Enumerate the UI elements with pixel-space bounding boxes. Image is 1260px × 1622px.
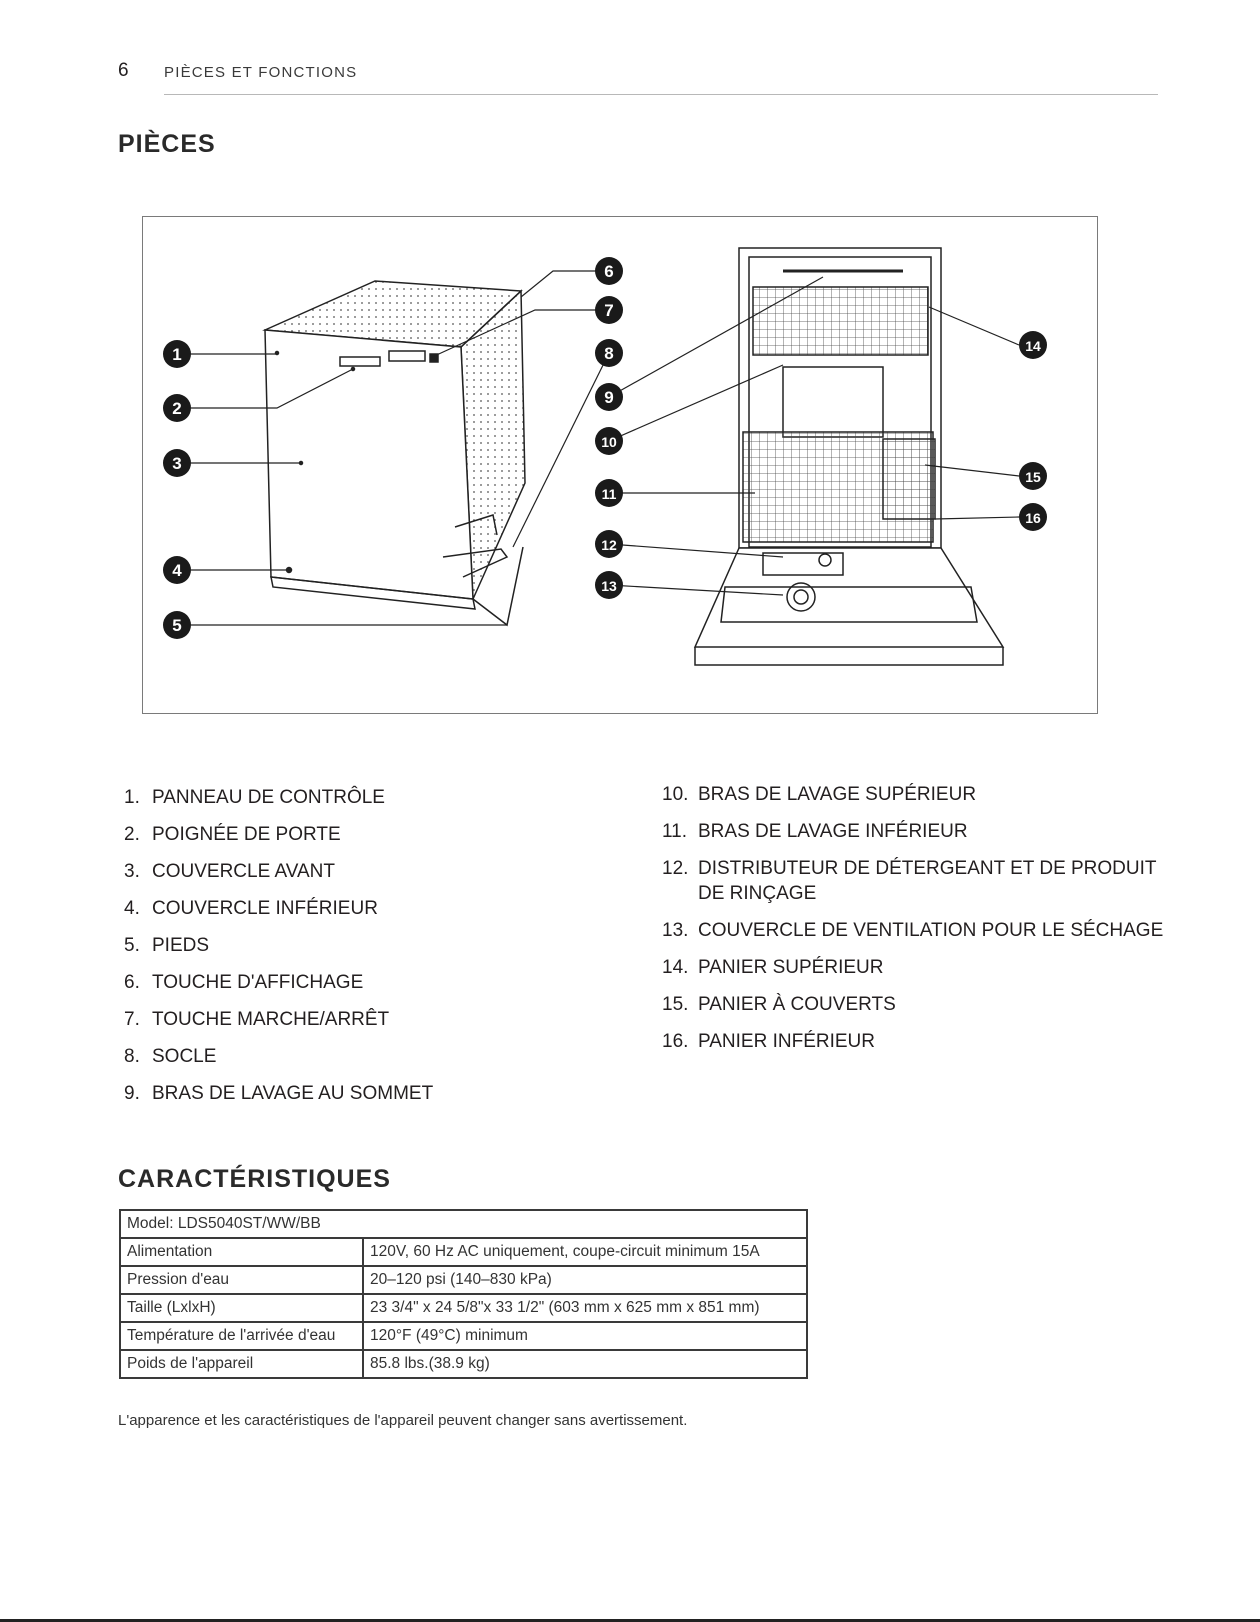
callout-15: 15	[1025, 469, 1041, 485]
callout-badges: 1 2 3 4 5 6 7 8 9 10 11 12 13 14 15 16	[163, 257, 1047, 639]
table-row: Température de l'arrivée d'eau 120°F (49…	[119, 1321, 808, 1351]
caracteristiques-title: CARACTÉRISTIQUES	[118, 1165, 391, 1193]
spec-key: Poids de l'appareil	[119, 1349, 364, 1379]
parts-list-left: 1.PANNEAU DE CONTRÔLE 2.POIGNÉE DE PORTE…	[118, 785, 618, 1118]
callout-3: 3	[172, 454, 181, 473]
part-item: 11.BRAS DE LAVAGE INFÉRIEUR	[662, 821, 968, 842]
spec-value: 20–120 psi (140–830 kPa)	[362, 1265, 808, 1295]
closed-dishwasher	[262, 280, 526, 627]
dishwasher-illustration: 1 2 3 4 5 6 7 8 9 10 11 12 13 14 15 16	[163, 247, 1047, 666]
callout-13: 13	[601, 578, 617, 594]
part-item: 3.COUVERCLE AVANT	[124, 861, 336, 882]
callout-9: 9	[604, 388, 613, 407]
callout-16: 16	[1025, 510, 1041, 526]
callout-4: 4	[172, 561, 182, 580]
specs-table: Model: LDS5040ST/WW/BB Alimentation 120V…	[119, 1209, 808, 1379]
callout-7: 7	[604, 301, 613, 320]
callout-10: 10	[601, 434, 617, 450]
part-item: 5.PIEDS	[124, 935, 210, 956]
table-row: Model: LDS5040ST/WW/BB	[119, 1209, 808, 1239]
part-item: 7.TOUCHE MARCHE/ARRÊT	[124, 1009, 390, 1030]
pieces-title: PIÈCES	[118, 130, 216, 158]
spec-value: 85.8 lbs.(38.9 kg)	[362, 1349, 808, 1379]
spec-value: 120°F (49°C) minimum	[362, 1321, 808, 1351]
table-row: Poids de l'appareil 85.8 lbs.(38.9 kg)	[119, 1349, 808, 1379]
disclaimer-note: L'apparence et les caractéristiques de l…	[118, 1412, 688, 1429]
callout-14: 14	[1025, 338, 1041, 354]
callout-8: 8	[604, 344, 613, 363]
part-item: 15.PANIER À COUVERTS	[662, 994, 896, 1015]
part-item: 10.BRAS DE LAVAGE SUPÉRIEUR	[662, 784, 977, 805]
page-header: 6 PIÈCES ET FONCTIONS	[118, 58, 1158, 98]
table-row: Taille (LxlxH) 23 3/4" x 24 5/8"x 33 1/2…	[119, 1293, 808, 1323]
table-row: Pression d'eau 20–120 psi (140–830 kPa)	[119, 1265, 808, 1295]
part-item: 13.COUVERCLE DE VENTILATION POUR LE SÉCH…	[662, 920, 1164, 941]
part-item: 6.TOUCHE D'AFFICHAGE	[124, 972, 364, 993]
callout-leaders	[191, 270, 1020, 626]
spec-key: Pression d'eau	[119, 1265, 364, 1295]
parts-diagram: 1 2 3 4 5 6 7 8 9 10 11 12 13 14 15 16	[142, 216, 1098, 714]
part-item: 16.PANIER INFÉRIEUR	[662, 1031, 876, 1052]
part-item: 4.COUVERCLE INFÉRIEUR	[124, 898, 378, 919]
spec-value: 120V, 60 Hz AC uniquement, coupe-circuit…	[362, 1237, 808, 1267]
spec-value: 23 3/4" x 24 5/8"x 33 1/2" (603 mm x 625…	[362, 1293, 808, 1323]
part-item: 9.BRAS DE LAVAGE AU SOMMET	[124, 1083, 434, 1104]
spec-key: Température de l'arrivée d'eau	[119, 1321, 364, 1351]
table-row: Alimentation 120V, 60 Hz AC uniquement, …	[119, 1237, 808, 1267]
spec-key: Alimentation	[119, 1237, 364, 1267]
bottom-rule	[0, 1619, 1260, 1622]
part-item: 1.PANNEAU DE CONTRÔLE	[124, 787, 385, 808]
callout-12: 12	[601, 537, 617, 553]
callout-11: 11	[602, 486, 617, 502]
header-rule	[164, 94, 1158, 95]
model-cell: Model: LDS5040ST/WW/BB	[119, 1209, 808, 1239]
spec-key: Taille (LxlxH)	[119, 1293, 364, 1323]
part-item: 2.POIGNÉE DE PORTE	[124, 824, 341, 845]
part-item: 14.PANIER SUPÉRIEUR	[662, 957, 884, 978]
part-item: 8.SOCLE	[124, 1046, 217, 1067]
callout-6: 6	[604, 262, 613, 281]
callout-5: 5	[172, 616, 181, 635]
parts-list-right: 10.BRAS DE LAVAGE SUPÉRIEUR 11.BRAS DE L…	[662, 782, 1172, 1066]
callout-1: 1	[172, 345, 181, 364]
part-item: 12.DISTRIBUTEUR DE DÉTERGEANT ET DE PROD…	[662, 858, 1157, 904]
open-dishwasher	[693, 247, 1005, 666]
page-number: 6	[118, 60, 129, 81]
section-name: PIÈCES ET FONCTIONS	[164, 64, 358, 81]
callout-2: 2	[172, 399, 181, 418]
